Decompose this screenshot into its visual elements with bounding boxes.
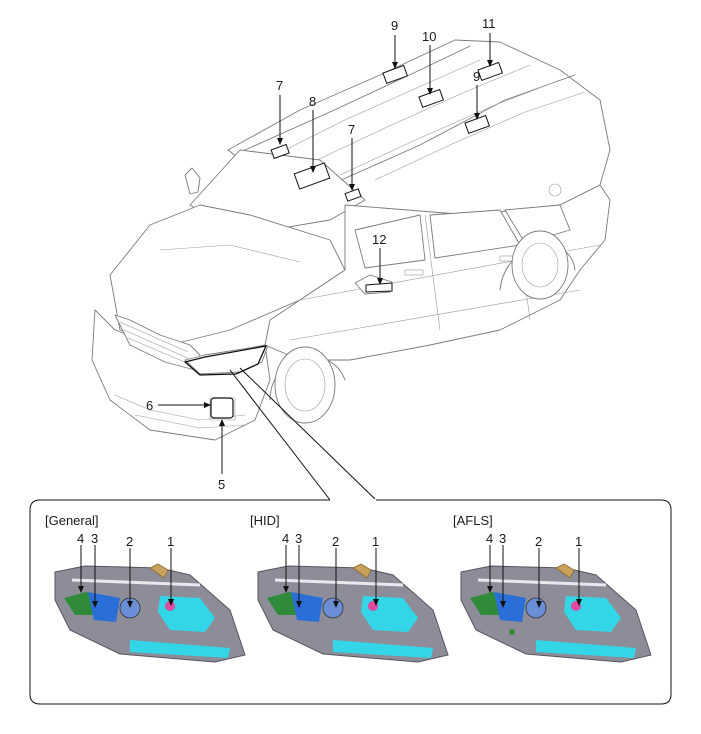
- panel-caption-afls: [AFLS]: [453, 513, 493, 528]
- panel-general-leaders: [78, 545, 174, 608]
- headlamp-marker: [183, 345, 268, 376]
- panel-general-callout-2: 2: [126, 534, 133, 549]
- callout-5: 5: [218, 477, 225, 492]
- callout-9-top: 9: [391, 18, 398, 33]
- panel-afls-callout-2: 2: [535, 534, 542, 549]
- callout-9-right: 9: [473, 69, 480, 84]
- component-7-right-marker: [344, 188, 362, 202]
- overview-leader-lines: [158, 33, 493, 474]
- detail-panel-hid: [HID] 4 3 2 1: [250, 513, 449, 663]
- component-11-marker: [477, 61, 504, 82]
- callout-8: 8: [309, 94, 316, 109]
- roof-components: [183, 61, 504, 419]
- panel-caption-hid: [HID]: [250, 513, 280, 528]
- component-9-right-marker: [464, 114, 491, 135]
- panel-caption-general: [General]: [45, 513, 98, 528]
- panel-general-callout-4: 4: [77, 531, 84, 546]
- vehicle-drawing: [91, 39, 611, 441]
- component-12-marker: [365, 282, 393, 293]
- panel-hid-callout-2: 2: [332, 534, 339, 549]
- component-7-left-marker: [270, 143, 290, 160]
- overview-callout-labels: 7 8 7 9 10 11 9 12 6 5: [146, 16, 496, 492]
- panel-afls-callout-3: 3: [499, 531, 506, 546]
- panel-hid-callout-1: 1: [372, 534, 379, 549]
- headlamp-assembly: [54, 563, 246, 663]
- callout-7-left: 7: [276, 78, 283, 93]
- headlamp-assembly: [460, 563, 652, 663]
- panel-general-callout-1: 1: [167, 534, 174, 549]
- detail-panel-general: [General] 4 3 2 1: [45, 513, 246, 663]
- headlamp-assembly: [257, 563, 449, 663]
- panel-hid-callout-4: 4: [282, 531, 289, 546]
- callout-7-right: 7: [348, 122, 355, 137]
- callout-12: 12: [372, 232, 386, 247]
- panel-general-callout-3: 3: [91, 531, 98, 546]
- zoom-connector: [229, 367, 377, 501]
- panel-afls-callout-4: 4: [486, 531, 493, 546]
- component-6-marker: [210, 397, 234, 419]
- panel-hid-callout-3: 3: [295, 531, 302, 546]
- panel-afls-callout-1: 1: [575, 534, 582, 549]
- component-9-top-marker: [382, 64, 409, 85]
- callout-11: 11: [482, 16, 496, 31]
- callout-10: 10: [422, 29, 436, 44]
- callout-6: 6: [146, 398, 153, 413]
- detail-panel-afls: [AFLS] 4 3 2 1: [453, 513, 652, 663]
- panel-hid-leaders: [283, 545, 379, 608]
- panel-afls-leaders: [487, 545, 582, 608]
- component-8-marker: [293, 162, 331, 190]
